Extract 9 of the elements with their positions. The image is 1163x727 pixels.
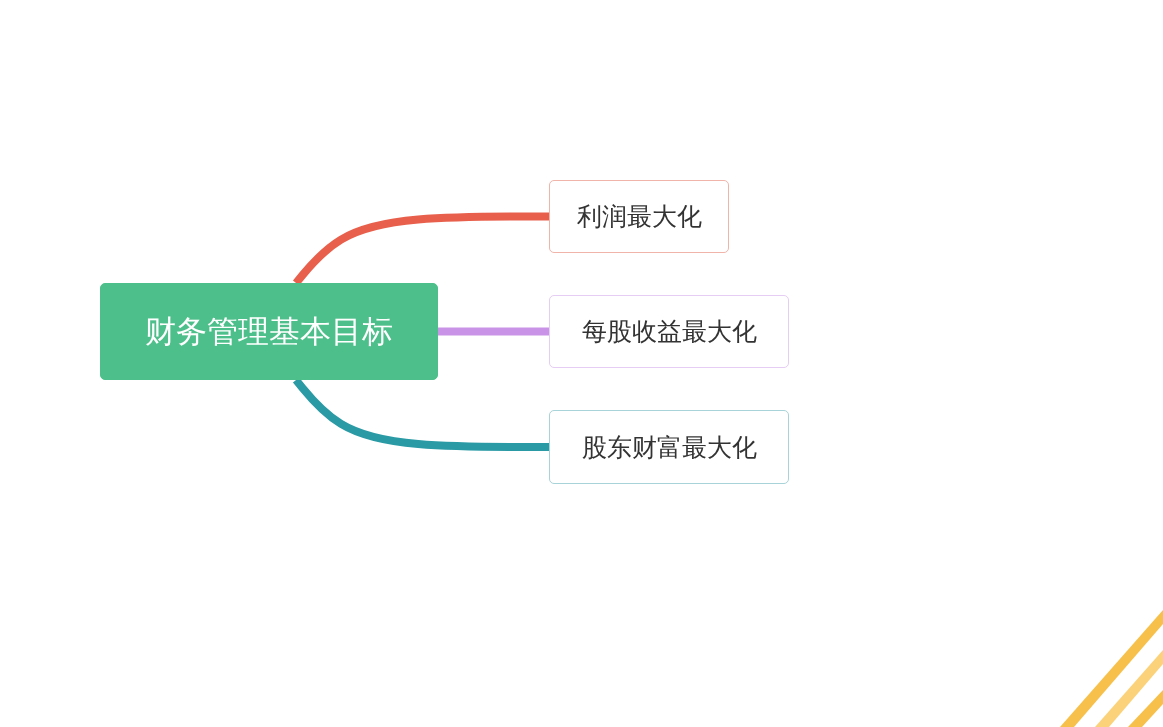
- topic-label: 每股收益最大化: [581, 316, 757, 348]
- topic-label: 财务管理基本目标: [145, 311, 393, 351]
- subtopic-box: [549, 295, 789, 368]
- subtopic-box: [549, 180, 729, 253]
- topic-label: 利润最大化: [576, 201, 702, 233]
- topic-label: 股东财富最大化: [581, 431, 757, 464]
- subtopic-box: [549, 410, 789, 484]
- root-topic-box: [100, 283, 438, 380]
- branch-connector: [438, 327, 549, 336]
